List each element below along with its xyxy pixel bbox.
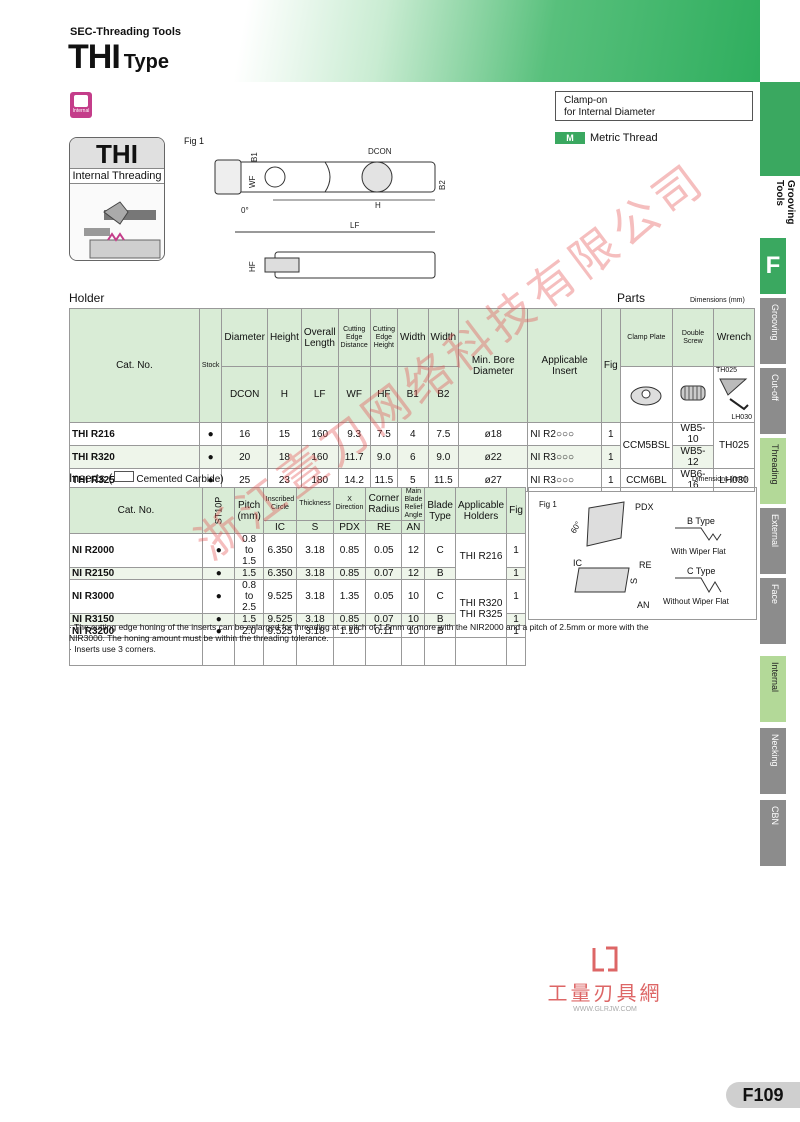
col-pitch: Pitch (mm) xyxy=(234,487,264,534)
svg-text:HF: HF xyxy=(248,261,257,272)
col-height: Height xyxy=(266,308,302,367)
col-cutting-edge-height: Cutting Edge Height xyxy=(369,308,398,367)
col-insert-fig: Fig xyxy=(506,487,526,534)
holder-dimensions-note: Dimensions (mm) xyxy=(690,297,745,304)
internal-threading-illustration-icon xyxy=(70,184,164,260)
footnotes: · The cutting edge honing of the inserts… xyxy=(69,622,649,654)
tab-cut-off[interactable]: Cut-off xyxy=(760,368,786,434)
thi-type-box: THI Internal Threading xyxy=(69,137,165,261)
tab-internal[interactable]: Internal xyxy=(760,656,786,722)
svg-text:RE: RE xyxy=(639,560,652,570)
col-diameter: Diameter xyxy=(221,308,268,367)
tab-face[interactable]: Face xyxy=(760,578,786,644)
holder-table: Cat. No. Stock Diameter Height Overall L… xyxy=(69,308,755,492)
internal-badge: Internal xyxy=(70,92,92,118)
series-title: SEC-Threading Tools xyxy=(70,26,182,38)
side-letter-tab[interactable]: F xyxy=(760,238,786,294)
svg-text:LF: LF xyxy=(350,221,359,230)
insert-geometry-drawing: PDX IC RE S AN 60° B Type With Wiper Fla… xyxy=(569,501,730,610)
svg-text:C Type: C Type xyxy=(687,566,715,576)
insert-row-cat: NI R2000 xyxy=(69,533,203,568)
svg-text:60°: 60° xyxy=(569,520,583,535)
side-green-block xyxy=(760,82,800,176)
carbide-swatch xyxy=(114,471,135,482)
holder-row-cat: THI R320 xyxy=(69,445,200,469)
col-inscribed: Inscribed Circle xyxy=(262,487,298,521)
thi-box-title: THI xyxy=(70,138,164,169)
tab-necking[interactable]: Necking xyxy=(760,728,786,794)
insert-row-cat: NI R2150 xyxy=(69,567,203,580)
svg-text:WF: WF xyxy=(248,175,257,188)
svg-text:PDX: PDX xyxy=(635,502,654,512)
insert-row-cat: NI R3000 xyxy=(69,579,203,614)
col-corner-radius: Corner Radius xyxy=(365,487,403,521)
logo-mark-icon xyxy=(592,946,618,972)
tab-cbn[interactable]: CBN xyxy=(760,800,786,866)
col-width2: Width xyxy=(427,308,460,367)
svg-text:0°: 0° xyxy=(241,206,249,215)
col-wrench: Wrench xyxy=(713,308,755,367)
svg-text:B1: B1 xyxy=(250,152,259,162)
holder-drawing: DCON B1 WF B2 H LF HF 0° xyxy=(214,147,447,279)
col-clamp-plate: Clamp Plate xyxy=(619,308,674,367)
metric-text: Metric Thread xyxy=(590,132,658,144)
fig1-label: Fig 1 xyxy=(184,136,205,146)
wrench-icon xyxy=(719,378,749,411)
col-overall-length: Overall Length xyxy=(300,308,339,367)
page-number: F109 xyxy=(726,1082,800,1108)
tab-external[interactable]: External xyxy=(760,508,786,574)
svg-text:S: S xyxy=(629,578,639,584)
col-fig: Fig xyxy=(600,308,621,423)
inserts-section-title: Inserts (Cemented Carbide) xyxy=(69,471,224,485)
parts-section-title: Parts xyxy=(617,291,646,305)
col-cutting-edge-distance: Cutting Edge Distance xyxy=(337,308,371,367)
inserts-dimensions-note: Dimensions (mm) xyxy=(692,476,747,483)
insert-figure-panel: Fig 1 PDX IC RE S AN 60° B Type With Wip… xyxy=(528,487,757,620)
svg-text:DCON: DCON xyxy=(368,147,392,156)
metric-tag: M xyxy=(555,132,585,144)
internal-thread-icon xyxy=(74,95,88,107)
site-logo: 工量刃具網 WWW.GLRJW.COM xyxy=(540,946,670,1013)
svg-text:With Wiper Flat: With Wiper Flat xyxy=(671,547,726,556)
col-x-direction: X Direction xyxy=(332,487,367,521)
col-thickness: Thickness xyxy=(296,487,334,521)
thi-box-subtitle: Internal Threading xyxy=(70,168,164,184)
col-relief: Main Blade Relief Angle xyxy=(401,487,426,521)
side-group-label: Grooving Tools xyxy=(774,180,796,225)
svg-text:H: H xyxy=(375,201,381,210)
col-applicable-insert: Applicable Insert xyxy=(527,308,602,423)
svg-text:B2: B2 xyxy=(438,180,447,190)
col-insert-cat-no: Cat. No. xyxy=(69,487,203,534)
double-screw-icon xyxy=(680,385,706,401)
svg-text:AN: AN xyxy=(637,600,650,610)
col-blade-type: Blade Type xyxy=(424,487,456,534)
tab-threading[interactable]: Threading xyxy=(760,438,786,504)
col-stock: Stock xyxy=(198,308,223,423)
tab-grooving[interactable]: Grooving xyxy=(760,298,786,364)
col-applicable-holders: Applicable Holders xyxy=(454,487,508,534)
col-cat-no: Cat. No. xyxy=(69,308,200,423)
holder-section-title: Holder xyxy=(69,291,105,305)
clamp-plate-icon xyxy=(630,386,662,406)
header-banner xyxy=(0,0,760,82)
holder-row-cat: THI R216 xyxy=(69,422,200,446)
svg-text:Without Wiper Flat: Without Wiper Flat xyxy=(663,597,730,606)
inserts-table: Cat. No. ST10P Pitch (mm) Inscribed Circ… xyxy=(69,487,526,666)
svg-text:B Type: B Type xyxy=(687,516,715,526)
svg-text:IC: IC xyxy=(573,558,583,568)
col-double-screw: Double Screw xyxy=(672,308,714,367)
